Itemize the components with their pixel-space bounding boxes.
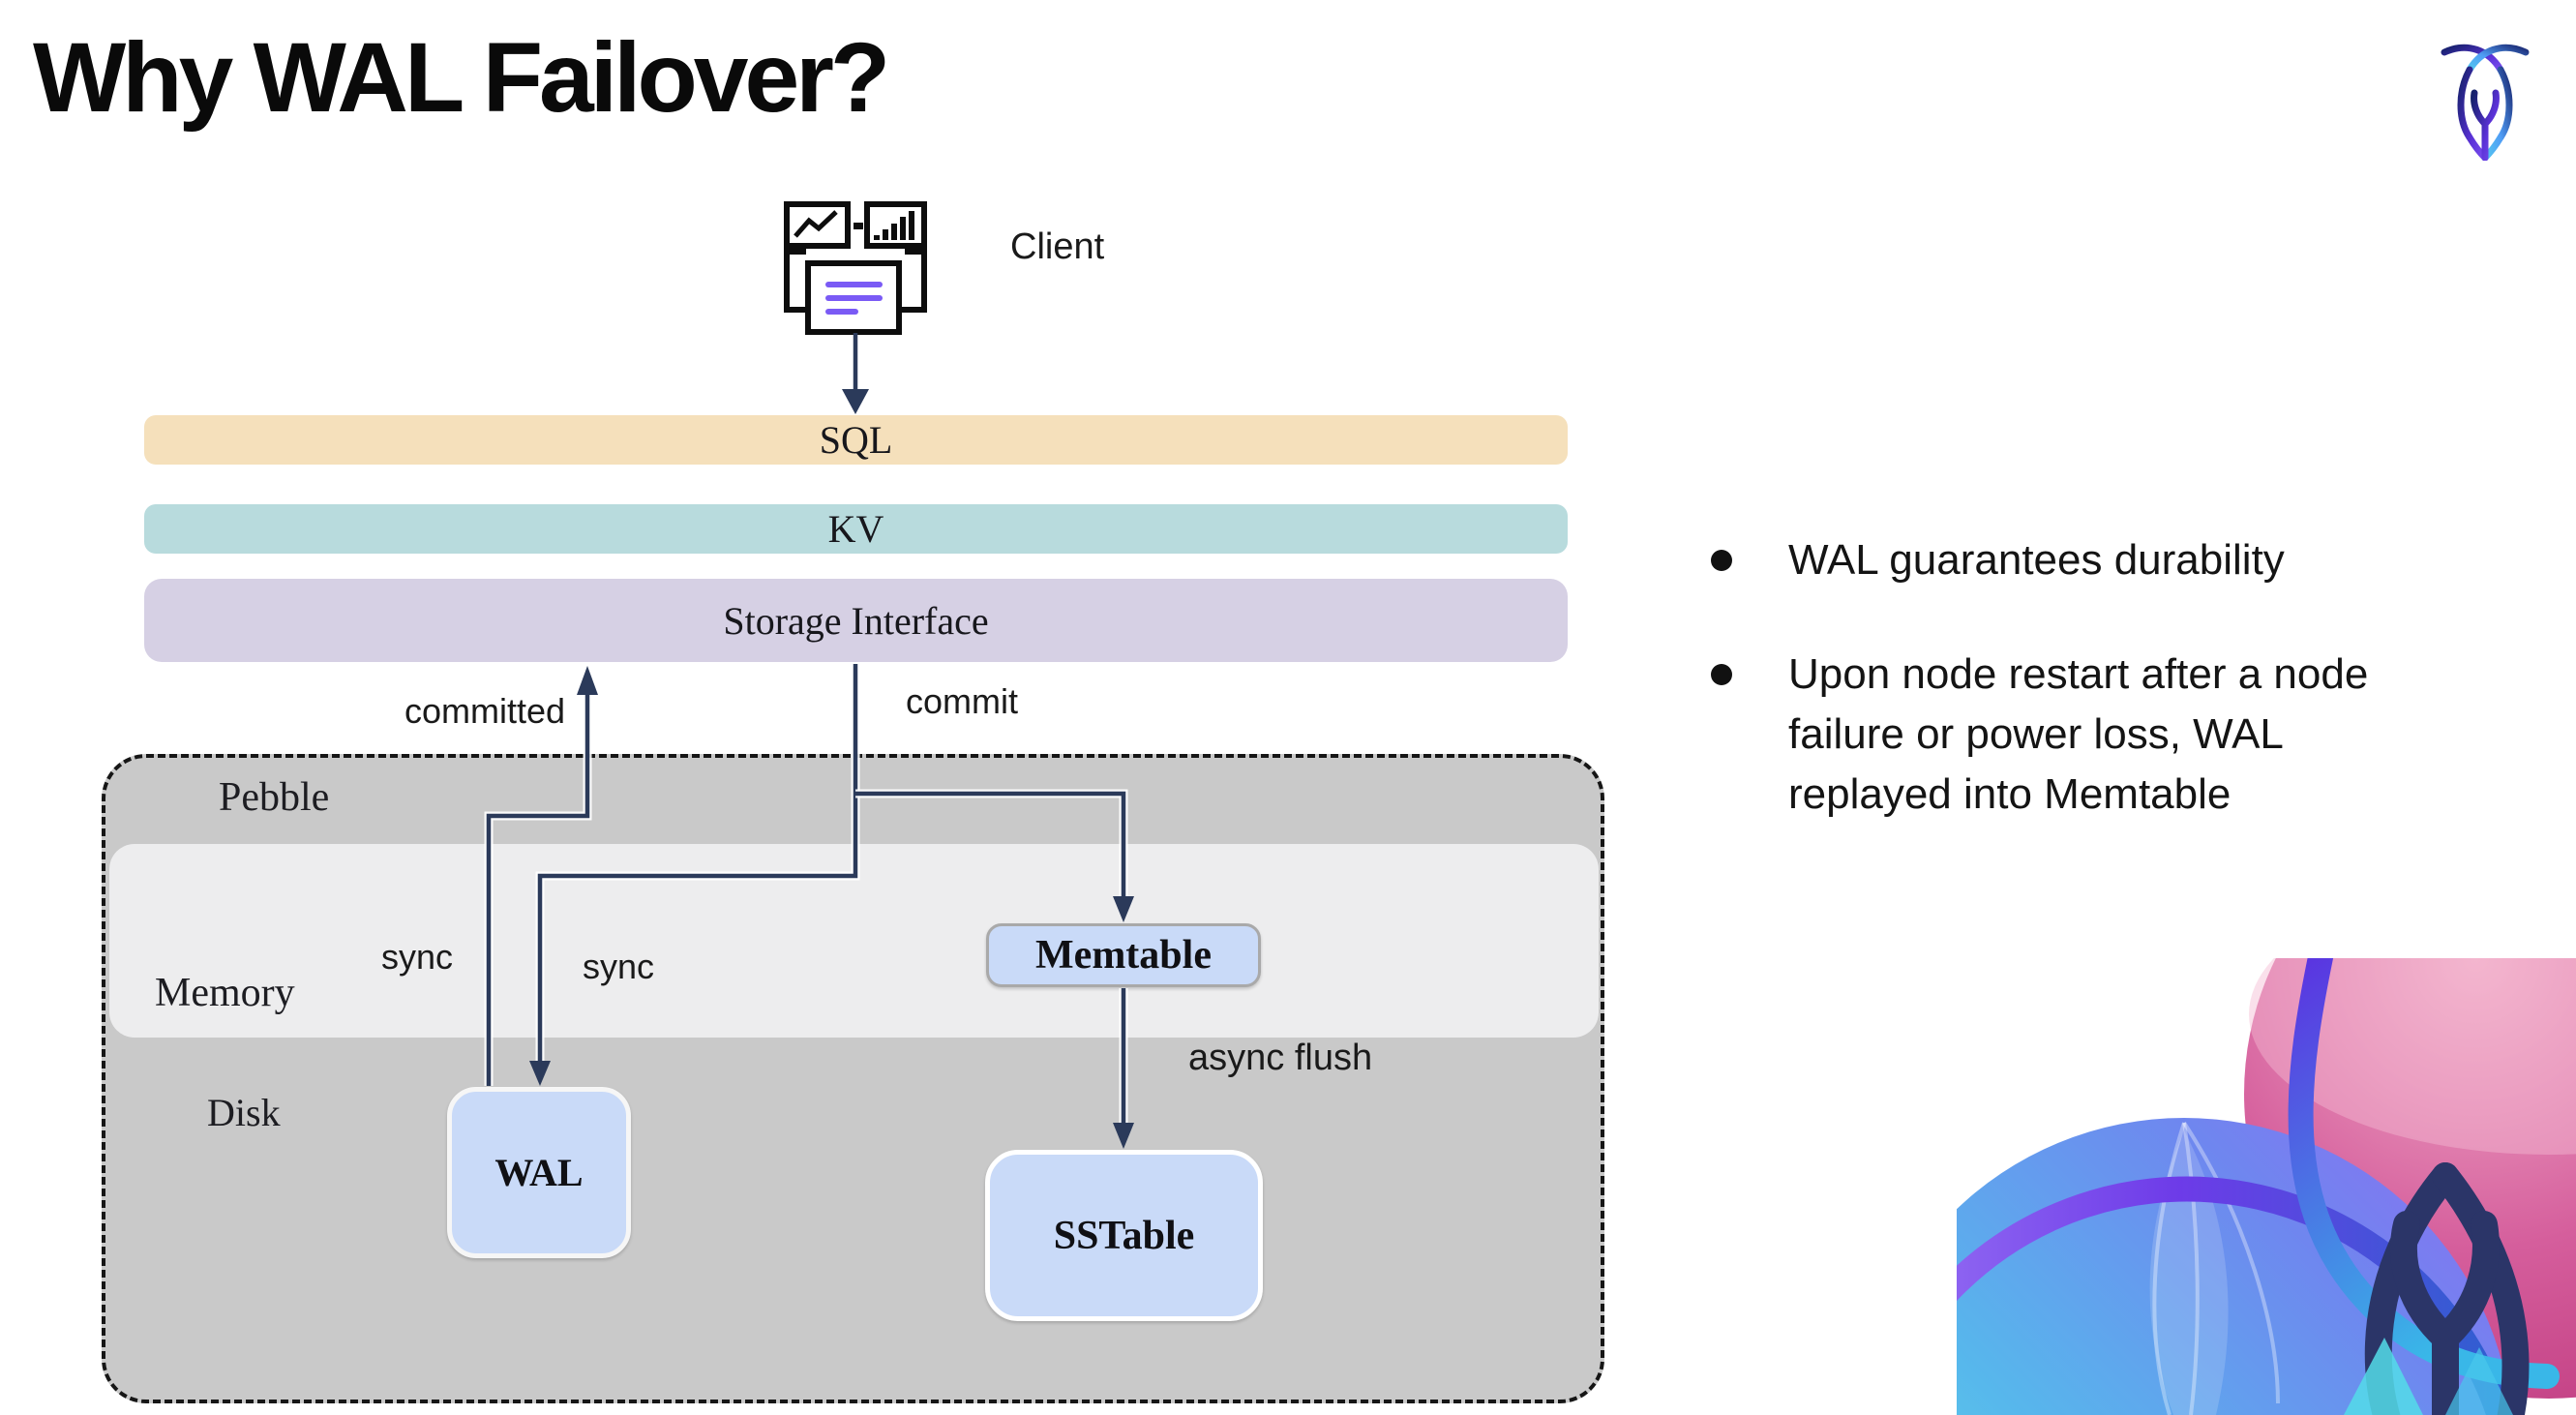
wal-node: WAL <box>447 1087 631 1258</box>
commit-label: commit <box>906 681 1018 721</box>
memory-band <box>109 844 1599 1038</box>
committed-label: committed <box>404 691 566 731</box>
pebble-label: Pebble <box>219 775 330 820</box>
layer-bar-sql: SQL <box>144 415 1568 465</box>
sync-left-label: sync <box>381 937 454 977</box>
client-icon <box>784 201 927 335</box>
bar-chart-icon <box>864 201 927 249</box>
brand-art-decoration <box>1957 958 2576 1415</box>
cockroachdb-logo-icon <box>2441 44 2530 161</box>
sync-right-label: sync <box>583 947 655 986</box>
disk-label: Disk <box>207 1091 281 1134</box>
bullet-icon <box>1711 664 1732 685</box>
kv-label: KV <box>827 507 884 551</box>
bullet-icon <box>1711 550 1732 571</box>
sql-label: SQL <box>819 418 893 462</box>
line-chart-icon <box>784 201 851 249</box>
async-flush-label: async flush <box>1188 1038 1373 1078</box>
sstable-label: SSTable <box>1053 1213 1195 1258</box>
document-lines-icon <box>825 282 883 315</box>
client-label: Client <box>1010 226 1105 267</box>
memtable-node: Memtable <box>986 923 1261 987</box>
list-item: Upon node restart after a node failure o… <box>1711 645 2485 825</box>
bullet-list: WAL guarantees durability Upon node rest… <box>1711 530 2485 825</box>
sstable-node: SSTable <box>985 1150 1263 1321</box>
storage-interface-label: Storage Interface <box>723 598 989 643</box>
bullet-text: WAL guarantees durability <box>1788 536 2285 584</box>
page-title: Why WAL Failover? <box>33 22 890 133</box>
memtable-label: Memtable <box>1035 933 1212 978</box>
layer-bar-storage-interface: Storage Interface <box>144 579 1568 662</box>
list-item: WAL guarantees durability <box>1711 530 2485 590</box>
bullet-text: Upon node restart after a node failure o… <box>1788 650 2369 818</box>
bracket-right-icon <box>884 249 927 313</box>
memory-label: Memory <box>155 971 295 1015</box>
wal-label: WAL <box>494 1151 584 1194</box>
layer-bar-kv: KV <box>144 504 1568 554</box>
